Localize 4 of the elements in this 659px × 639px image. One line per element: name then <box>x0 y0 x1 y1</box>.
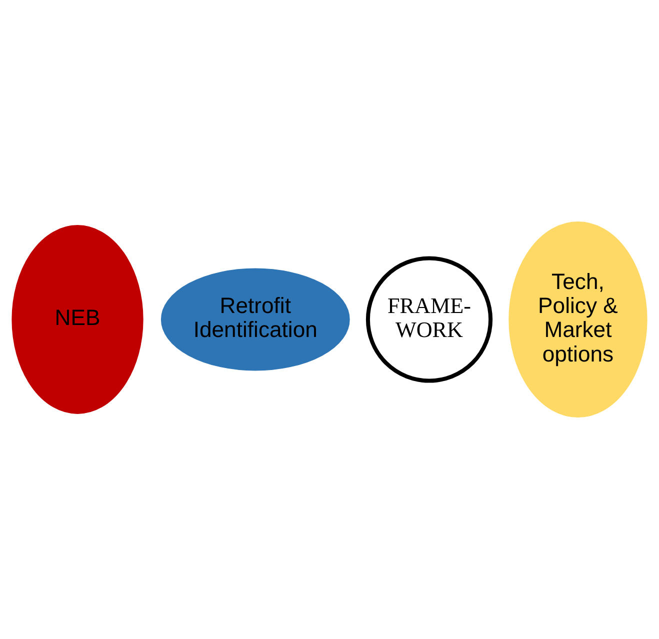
node-ellipse: Tech, Policy & Market options <box>508 222 648 418</box>
node-ellipse: Retrofit Identification <box>160 268 350 371</box>
node-ellipse: NEB <box>12 225 144 414</box>
node-circle: FRAME- WORK <box>366 256 493 383</box>
